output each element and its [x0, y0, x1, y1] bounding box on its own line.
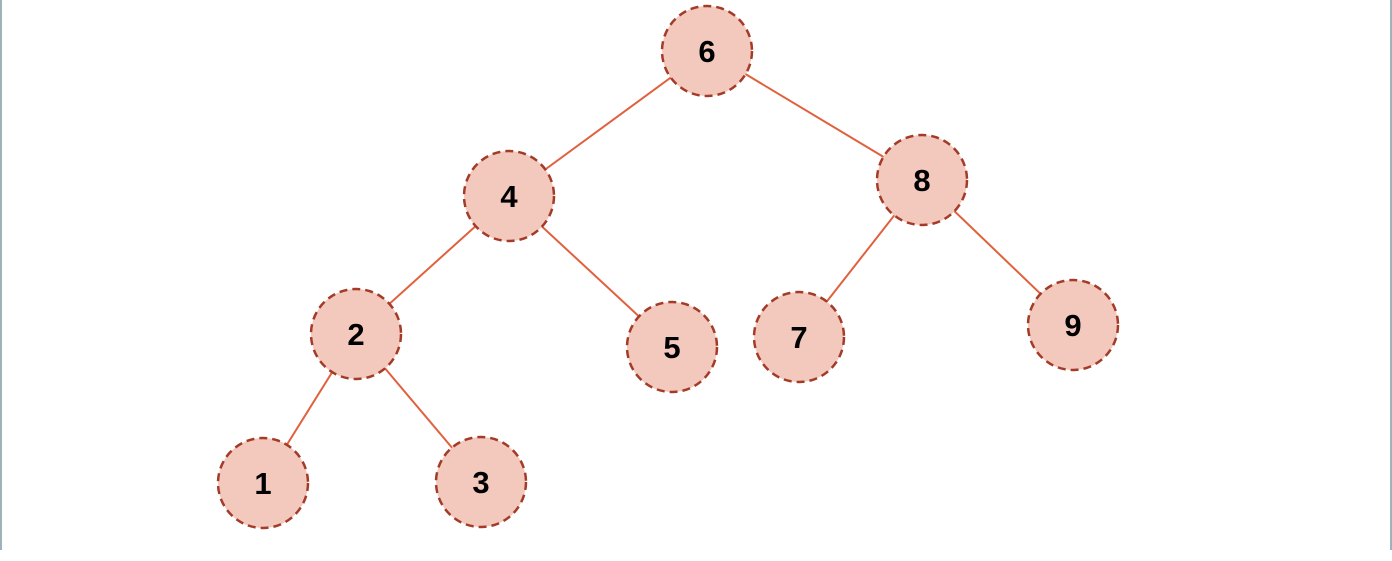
node-label-3: 3: [472, 465, 489, 500]
tree-node-8[interactable]: 8: [875, 133, 969, 227]
node-circle-7[interactable]: [752, 290, 846, 384]
tree-node-6[interactable]: 6: [660, 4, 754, 98]
tree-node-4[interactable]: 4: [462, 149, 556, 243]
node-label-9: 9: [1064, 308, 1081, 343]
node-label-1: 1: [254, 466, 271, 501]
node-circle-1[interactable]: [216, 436, 310, 530]
node-circle-2[interactable]: [309, 287, 403, 381]
node-label-8: 8: [913, 163, 930, 198]
tree-node-7[interactable]: 7: [752, 290, 846, 384]
tree-node-5[interactable]: 5: [625, 300, 719, 394]
right-frame-border: [1390, 0, 1392, 550]
node-circle-3[interactable]: [434, 435, 528, 529]
node-label-7: 7: [790, 320, 807, 355]
node-label-6: 6: [698, 34, 715, 69]
node-circle-5[interactable]: [625, 300, 719, 394]
node-circle-8[interactable]: [875, 133, 969, 227]
node-circle-6[interactable]: [660, 4, 754, 98]
left-frame-border: [0, 0, 2, 550]
tree-node-1[interactable]: 1: [216, 436, 310, 530]
node-circle-9[interactable]: [1026, 278, 1120, 372]
node-label-5: 5: [663, 330, 680, 365]
tree-node-9[interactable]: 9: [1026, 278, 1120, 372]
node-label-2: 2: [347, 317, 364, 352]
node-label-4: 4: [500, 179, 518, 214]
tree-node-2[interactable]: 2: [309, 287, 403, 381]
node-circle-4[interactable]: [462, 149, 556, 243]
tree-node-3[interactable]: 3: [434, 435, 528, 529]
